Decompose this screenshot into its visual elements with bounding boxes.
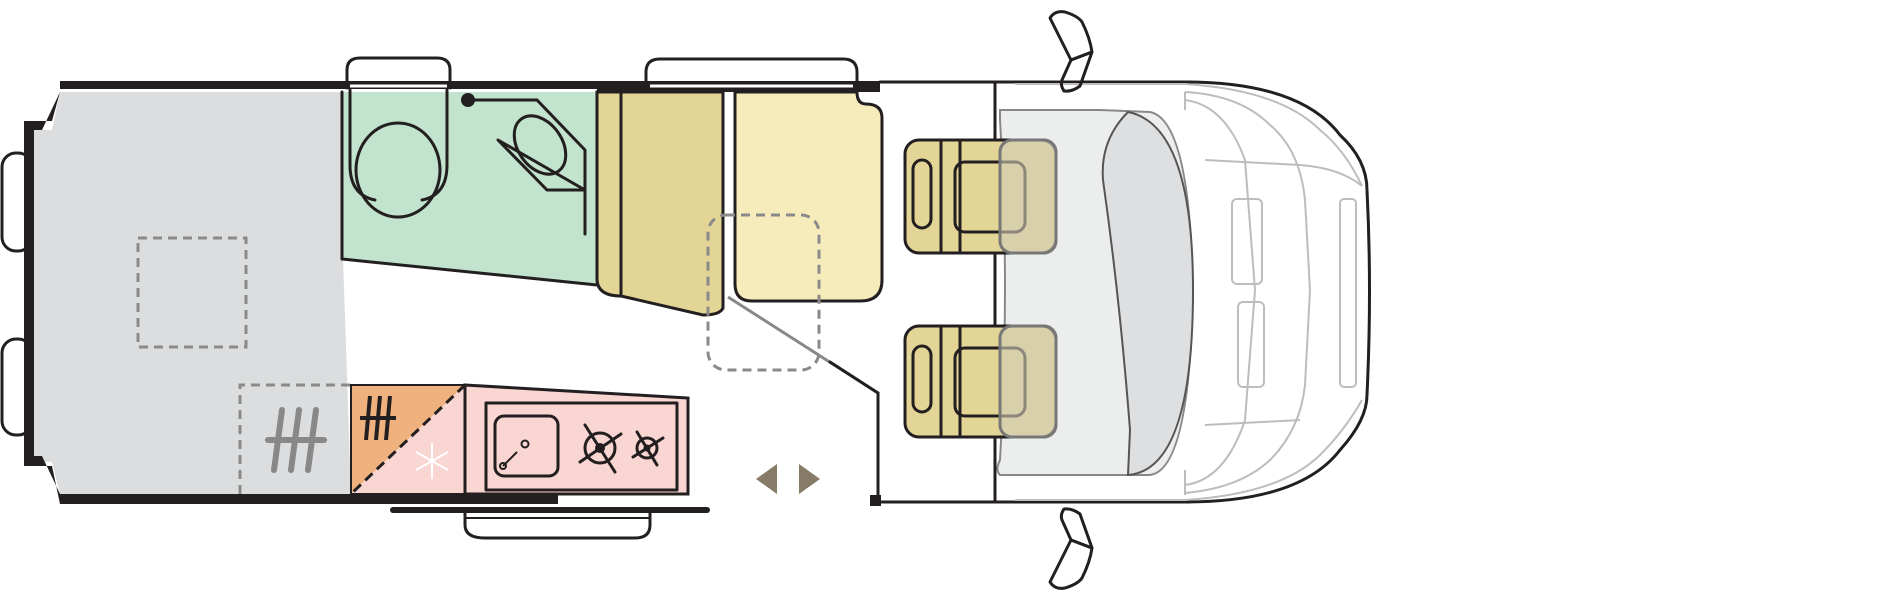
washbasin-icon bbox=[496, 98, 587, 236]
rear-bed bbox=[34, 92, 351, 494]
door-arrows-icon bbox=[756, 464, 820, 494]
wardrobe bbox=[595, 90, 725, 317]
door-hinge bbox=[870, 495, 881, 506]
hob-icon bbox=[578, 423, 665, 474]
skylight-dashed bbox=[136, 236, 248, 349]
fridge-snowflake-icon bbox=[415, 443, 449, 479]
storage-dashed bbox=[238, 383, 351, 494]
table-dashed bbox=[706, 213, 821, 372]
bathroom-window bbox=[345, 56, 452, 90]
sink-icon bbox=[493, 414, 560, 478]
driver-seat bbox=[903, 138, 1058, 255]
kitchen-counter bbox=[463, 383, 690, 496]
walls bbox=[24, 80, 1192, 513]
side-window bbox=[644, 57, 859, 90]
toilet-icon bbox=[348, 88, 449, 219]
windshield bbox=[1101, 110, 1195, 477]
entrance-step bbox=[463, 508, 652, 540]
mirror-icon bbox=[1048, 10, 1094, 590]
heating-grid-icon bbox=[265, 407, 327, 473]
dinette-seat bbox=[733, 90, 884, 303]
bathroom bbox=[342, 92, 597, 285]
passenger-seat bbox=[903, 324, 1058, 439]
oven-grid-icon bbox=[360, 395, 396, 441]
cab bbox=[993, 80, 1371, 504]
